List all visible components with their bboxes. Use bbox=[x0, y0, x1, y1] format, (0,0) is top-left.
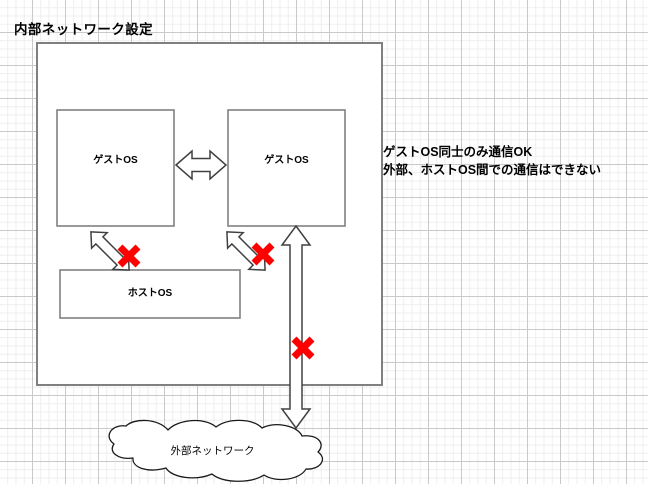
guest-right-to-external-arrow bbox=[280, 224, 312, 430]
host-os-box[interactable] bbox=[59, 269, 241, 319]
external-network-label: 外部ネットワーク bbox=[170, 445, 255, 457]
host-os-label: ホストOS bbox=[127, 288, 173, 299]
guest-os-right-box[interactable] bbox=[227, 109, 346, 227]
red-x-marker bbox=[291, 336, 315, 360]
guest-os-left-label: ゲストOS bbox=[93, 155, 138, 166]
guest-to-guest-arrow bbox=[174, 149, 228, 181]
page-title: 内部ネットワーク設定 bbox=[14, 22, 153, 37]
note-line-2: 外部、ホストOS間での通信はできない bbox=[383, 163, 602, 177]
red-x-marker bbox=[117, 244, 141, 268]
guest-os-right-label: ゲストOS bbox=[264, 155, 309, 166]
red-x-marker bbox=[251, 242, 275, 266]
external-network-cloud[interactable] bbox=[108, 419, 323, 482]
note-line-1: ゲストOS同士のみ通信OK bbox=[383, 145, 533, 159]
guest-os-left-box[interactable] bbox=[56, 109, 175, 227]
